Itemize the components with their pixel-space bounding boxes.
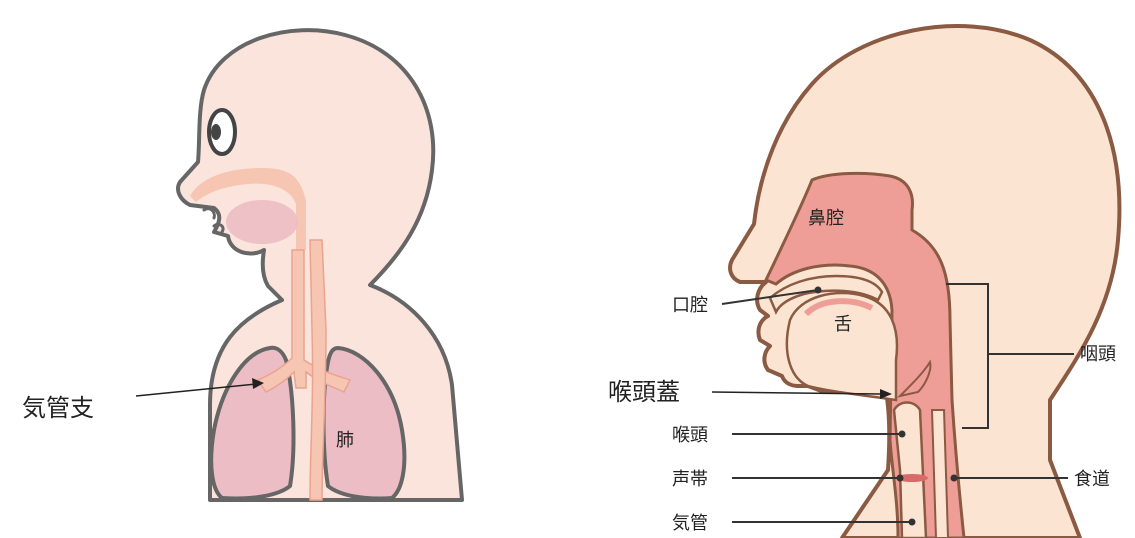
left-mouth-cavity [226, 200, 298, 244]
label-trachea: 気管 [672, 513, 708, 534]
esophagus-dot [951, 475, 958, 482]
label-larynx: 喉頭 [672, 425, 708, 446]
label-pharynx: 咽頭 [1080, 344, 1116, 365]
right-diagram: 鼻腔 口腔 舌 咽頭 喉頭蓋 喉頭 声帯 食道 気管 [608, 26, 1119, 538]
oral-cavity-dot [815, 287, 822, 294]
label-esophagus: 食道 [1074, 469, 1110, 490]
vocal-cords-dot [897, 475, 904, 482]
right-esophagus [932, 410, 948, 538]
left-pupil-icon [211, 124, 221, 140]
label-nasal-cavity: 鼻腔 [808, 208, 844, 229]
label-lungs: 肺 [336, 430, 354, 451]
trachea-dot [909, 519, 916, 526]
right-tongue [787, 293, 897, 400]
label-epiglottis: 喉頭蓋 [608, 378, 680, 406]
label-bronchi: 気管支 [22, 394, 94, 422]
larynx-dot [899, 431, 906, 438]
label-tongue: 舌 [834, 314, 852, 335]
label-oral-cavity: 口腔 [672, 295, 708, 316]
left-diagram: 気管支 肺 [22, 30, 462, 500]
label-vocal-cords: 声帯 [672, 469, 708, 490]
